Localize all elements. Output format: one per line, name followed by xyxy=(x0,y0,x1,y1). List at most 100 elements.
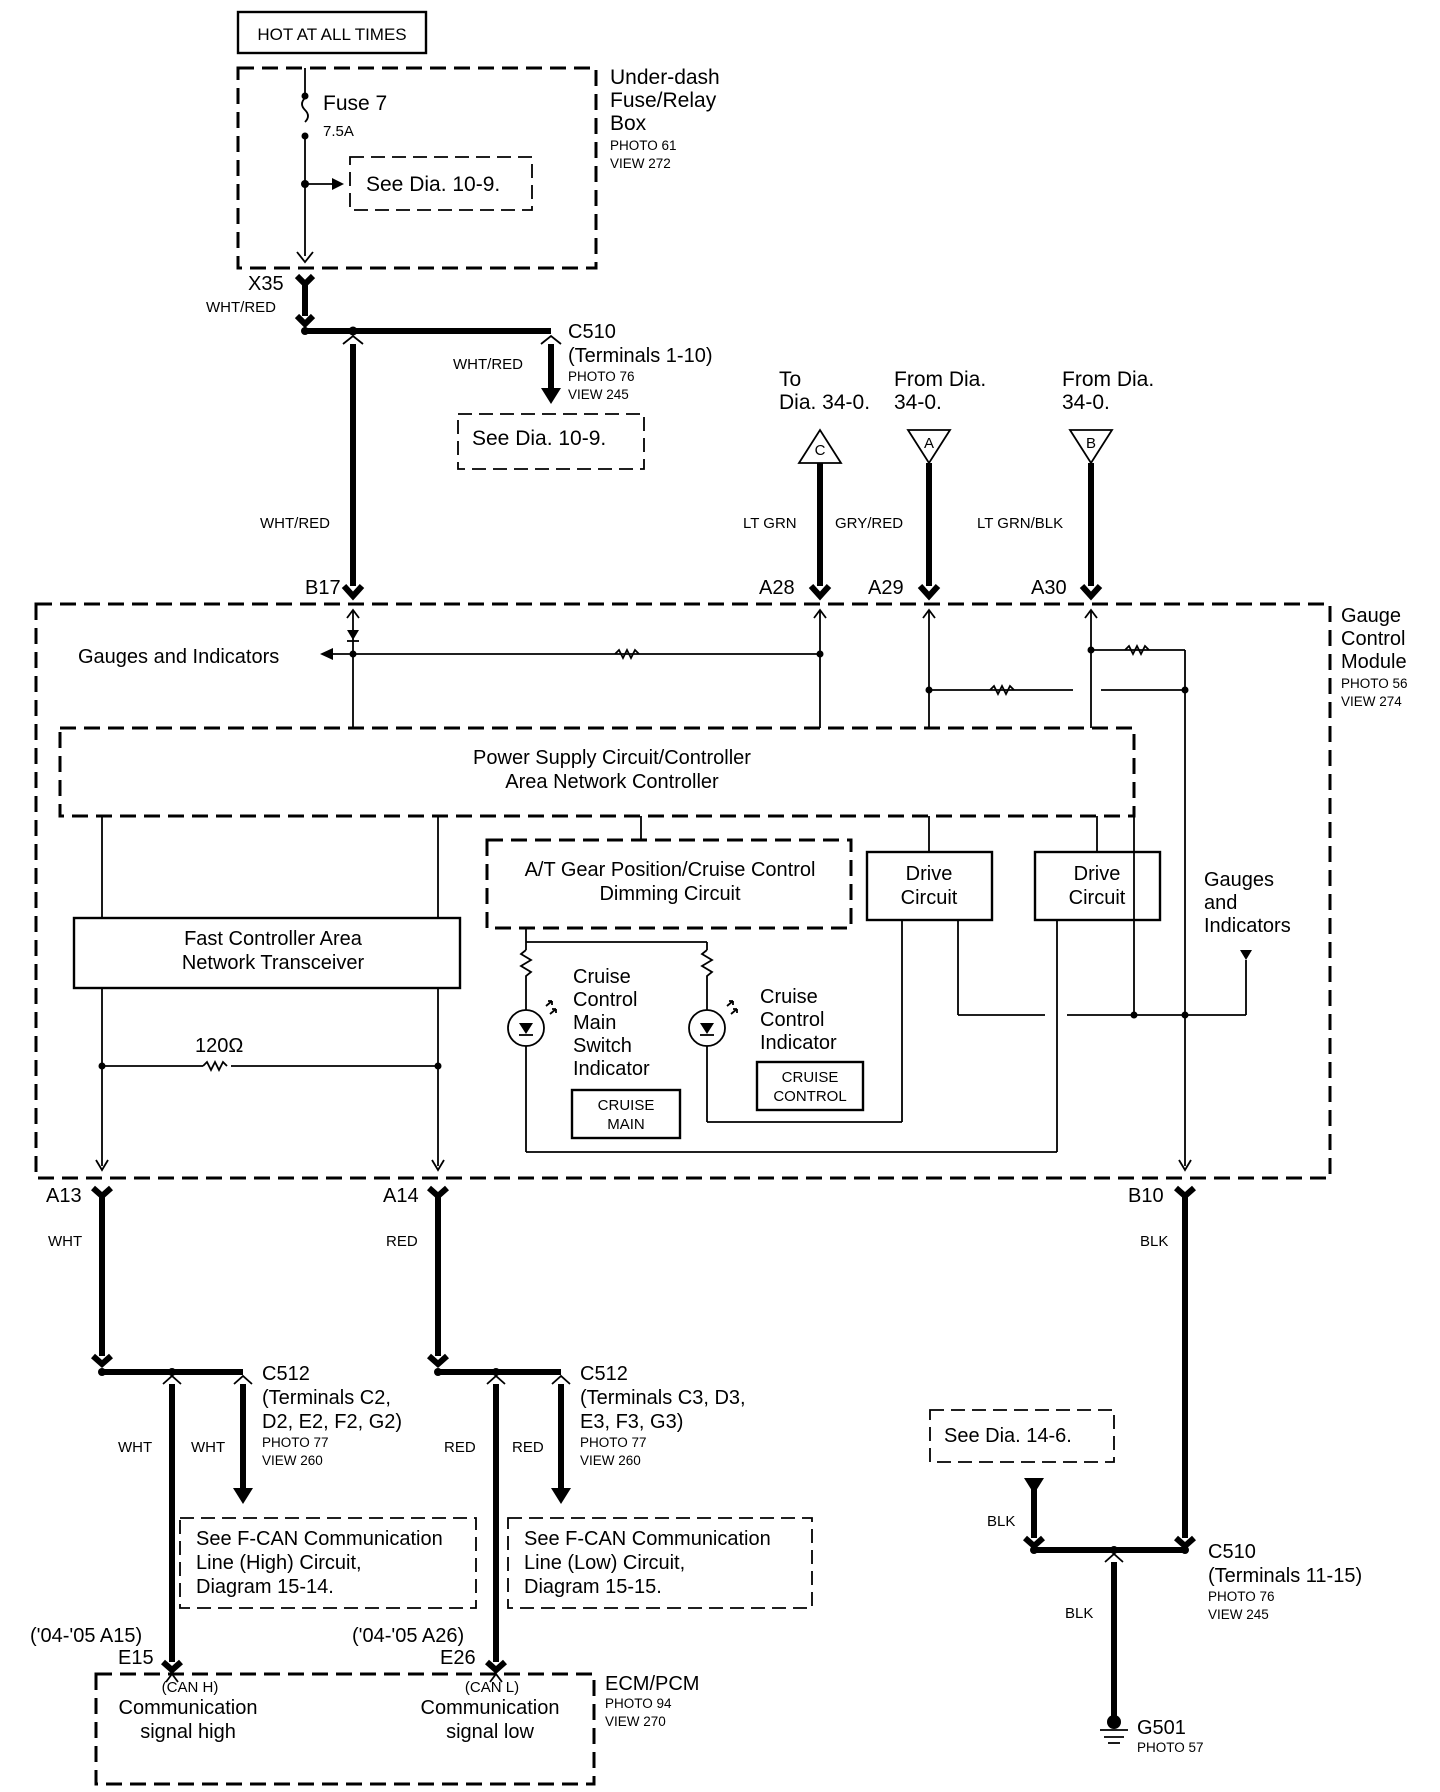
gauges-right-3: Indicators xyxy=(1204,915,1291,937)
c512-right-see-2: Line (Low) Circuit, xyxy=(524,1552,685,1574)
fuse-rating: 7.5A xyxy=(323,123,354,140)
c512-left-wire-a: WHT xyxy=(118,1439,152,1456)
cruise-ind-tag-1: CRUISE xyxy=(782,1069,839,1086)
can-h-line-2: signal high xyxy=(140,1721,236,1743)
can-h-line-1: Communication xyxy=(119,1697,258,1719)
c512-right-splice: RED RED C512 (Terminals C3, D3, E3, F3, … xyxy=(434,1363,813,1662)
c510-top-wire-color: WHT/RED xyxy=(453,356,523,373)
fuse-box-view: VIEW 272 xyxy=(610,156,671,171)
c510-top-terminals: (Terminals 1-10) xyxy=(568,345,712,367)
gauge-module-name-1: Gauge xyxy=(1341,605,1401,627)
fcan-line-1: Fast Controller Area xyxy=(184,928,363,950)
fuse-relay-box: HOT AT ALL TIMES Fuse 7 7.5A See Dia. 10… xyxy=(236,10,720,270)
gauges-right-2: and xyxy=(1204,892,1237,914)
at-gear-line-1: A/T Gear Position/Cruise Control xyxy=(525,859,816,881)
cruise-main-line-3: Main xyxy=(573,1012,616,1034)
see-dia-14-6-box xyxy=(929,1409,1115,1463)
a-wire-color: GRY/RED xyxy=(835,515,903,532)
remote-connectors: C To Dia. 34-0. LT GRN A From Dia. 34-0.… xyxy=(743,368,1154,586)
cruise-main-tag-2: MAIN xyxy=(607,1116,645,1133)
c512-left-splice: WHT WHT C512 (Terminals C2, D2, E2, F2, … xyxy=(98,1363,477,1662)
drive-2-line-2: Circuit xyxy=(1069,887,1126,909)
triangle-b-letter: B xyxy=(1086,435,1096,452)
pin-b17: B17 xyxy=(305,577,341,599)
b-wire-color: LT GRN/BLK xyxy=(977,515,1063,532)
ecm-photo: PHOTO 94 xyxy=(605,1696,672,1711)
triangle-c-letter: C xyxy=(815,442,826,459)
fuse-box-name-3: Box xyxy=(610,112,647,135)
can-l-line-2: signal low xyxy=(446,1721,534,1743)
c510-bottom-view: VIEW 245 xyxy=(1208,1607,1269,1622)
pin-b10: B10 xyxy=(1128,1185,1164,1207)
c512-left-name: C512 xyxy=(262,1363,310,1385)
c512-left-view: VIEW 260 xyxy=(262,1453,323,1468)
light-rays-icon xyxy=(726,1000,738,1015)
from-dia-a-line-1: From Dia. xyxy=(894,368,986,391)
x35-connector: X35 WHT/RED xyxy=(206,273,316,329)
ground-circuit: See Dia. 14-6. BLK BLK G501 PHOTO 57 C51… xyxy=(929,1409,1362,1755)
gauge-module-view: VIEW 274 xyxy=(1341,694,1402,709)
cruise-ind-line-1: Cruise xyxy=(760,986,818,1008)
c510-top-see-dia: See Dia. 10-9. xyxy=(472,427,606,450)
fuse-box-name-1: Under-dash xyxy=(610,66,720,89)
c512-right-name: C512 xyxy=(580,1363,628,1385)
gauge-module-name-3: Module xyxy=(1341,651,1407,673)
a13-wire-color: WHT xyxy=(48,1233,82,1250)
c512-right-see-1: See F-CAN Communication xyxy=(524,1528,771,1550)
a14-wire-color: RED xyxy=(386,1233,418,1250)
drive-circuit-1 xyxy=(865,850,994,922)
resistor-a29 xyxy=(989,683,1015,697)
pin-a30: A30 xyxy=(1031,577,1067,599)
pin-a28: A28 xyxy=(759,577,795,599)
see-dia-fuse-box xyxy=(349,156,533,211)
cruise-main-tag-1: CRUISE xyxy=(598,1097,655,1114)
ground-see-dia: See Dia. 14-6. xyxy=(944,1425,1072,1447)
at-gear-line-2: Dimming Circuit xyxy=(599,883,741,905)
c510-top-splice: See Dia. 10-9. C510 (Terminals 1-10) PHO… xyxy=(260,321,712,586)
fuse-box-photo: PHOTO 61 xyxy=(610,138,677,153)
hot-at-all-times-label: HOT AT ALL TIMES xyxy=(257,25,406,44)
resistor-gauges xyxy=(614,647,640,661)
gauge-module-photo: PHOTO 56 xyxy=(1341,676,1408,691)
cruise-main-line-2: Control xyxy=(573,989,637,1011)
can-l-label: (CAN L) xyxy=(465,1679,519,1696)
e15-label: E15 xyxy=(118,1647,154,1669)
c512-left-see-2: Line (High) Circuit, xyxy=(196,1552,362,1574)
resistor-a30 xyxy=(1124,643,1150,657)
c512-right-terminals-2: E3, F3, G3) xyxy=(580,1411,683,1433)
b10-wire-color: BLK xyxy=(1140,1233,1168,1250)
pin-a13: A13 xyxy=(46,1185,82,1207)
c512-left-terminals-2: D2, E2, F2, G2) xyxy=(262,1411,402,1433)
g501-name: G501 xyxy=(1137,1717,1186,1739)
cruise-main-line-4: Switch xyxy=(573,1035,632,1057)
gauges-indicators-left: Gauges and Indicators xyxy=(78,646,279,668)
cruise-main-line-5: Indicator xyxy=(573,1058,650,1080)
at-gear-dimming-circuit xyxy=(485,838,853,930)
ecm-view: VIEW 270 xyxy=(605,1714,666,1729)
from-dia-b-line-2: 34-0. xyxy=(1062,391,1110,414)
c512-right-see-3: Diagram 15-15. xyxy=(524,1576,662,1598)
power-supply-controller xyxy=(58,726,1136,818)
fcan-line-2: Network Transceiver xyxy=(182,952,365,974)
e15-alt-label: ('04-'05 A15) xyxy=(30,1625,142,1647)
fast-can-transceiver xyxy=(72,916,462,990)
can-h-label: (CAN H) xyxy=(162,1679,219,1696)
c-wire-color: LT GRN xyxy=(743,515,797,532)
fuse-symbol xyxy=(301,97,309,123)
x35-label: X35 xyxy=(248,273,284,295)
to-dia-c-line-2: Dia. 34-0. xyxy=(779,391,870,414)
ground-wire-down: BLK xyxy=(1065,1605,1093,1622)
pin-a14: A14 xyxy=(383,1185,419,1207)
ecm-pcm: ('04-'05 A15) E15 ('04-'05 A26) E26 (CAN… xyxy=(30,1625,699,1786)
can-l-line-1: Communication xyxy=(421,1697,560,1719)
c510-bottom-photo: PHOTO 76 xyxy=(1208,1589,1275,1604)
from-dia-a-line-2: 34-0. xyxy=(894,391,942,414)
see-dia-fuse: See Dia. 10-9. xyxy=(366,173,500,196)
power-supply-line-2: Area Network Controller xyxy=(505,771,719,793)
c510-top-name: C510 xyxy=(568,321,616,343)
c512-left-terminals-1: (Terminals C2, xyxy=(262,1387,391,1409)
see-dia-c510-box xyxy=(457,413,645,470)
c512-right-wire-b: RED xyxy=(512,1439,544,1456)
fuse-box-outline xyxy=(236,66,598,270)
